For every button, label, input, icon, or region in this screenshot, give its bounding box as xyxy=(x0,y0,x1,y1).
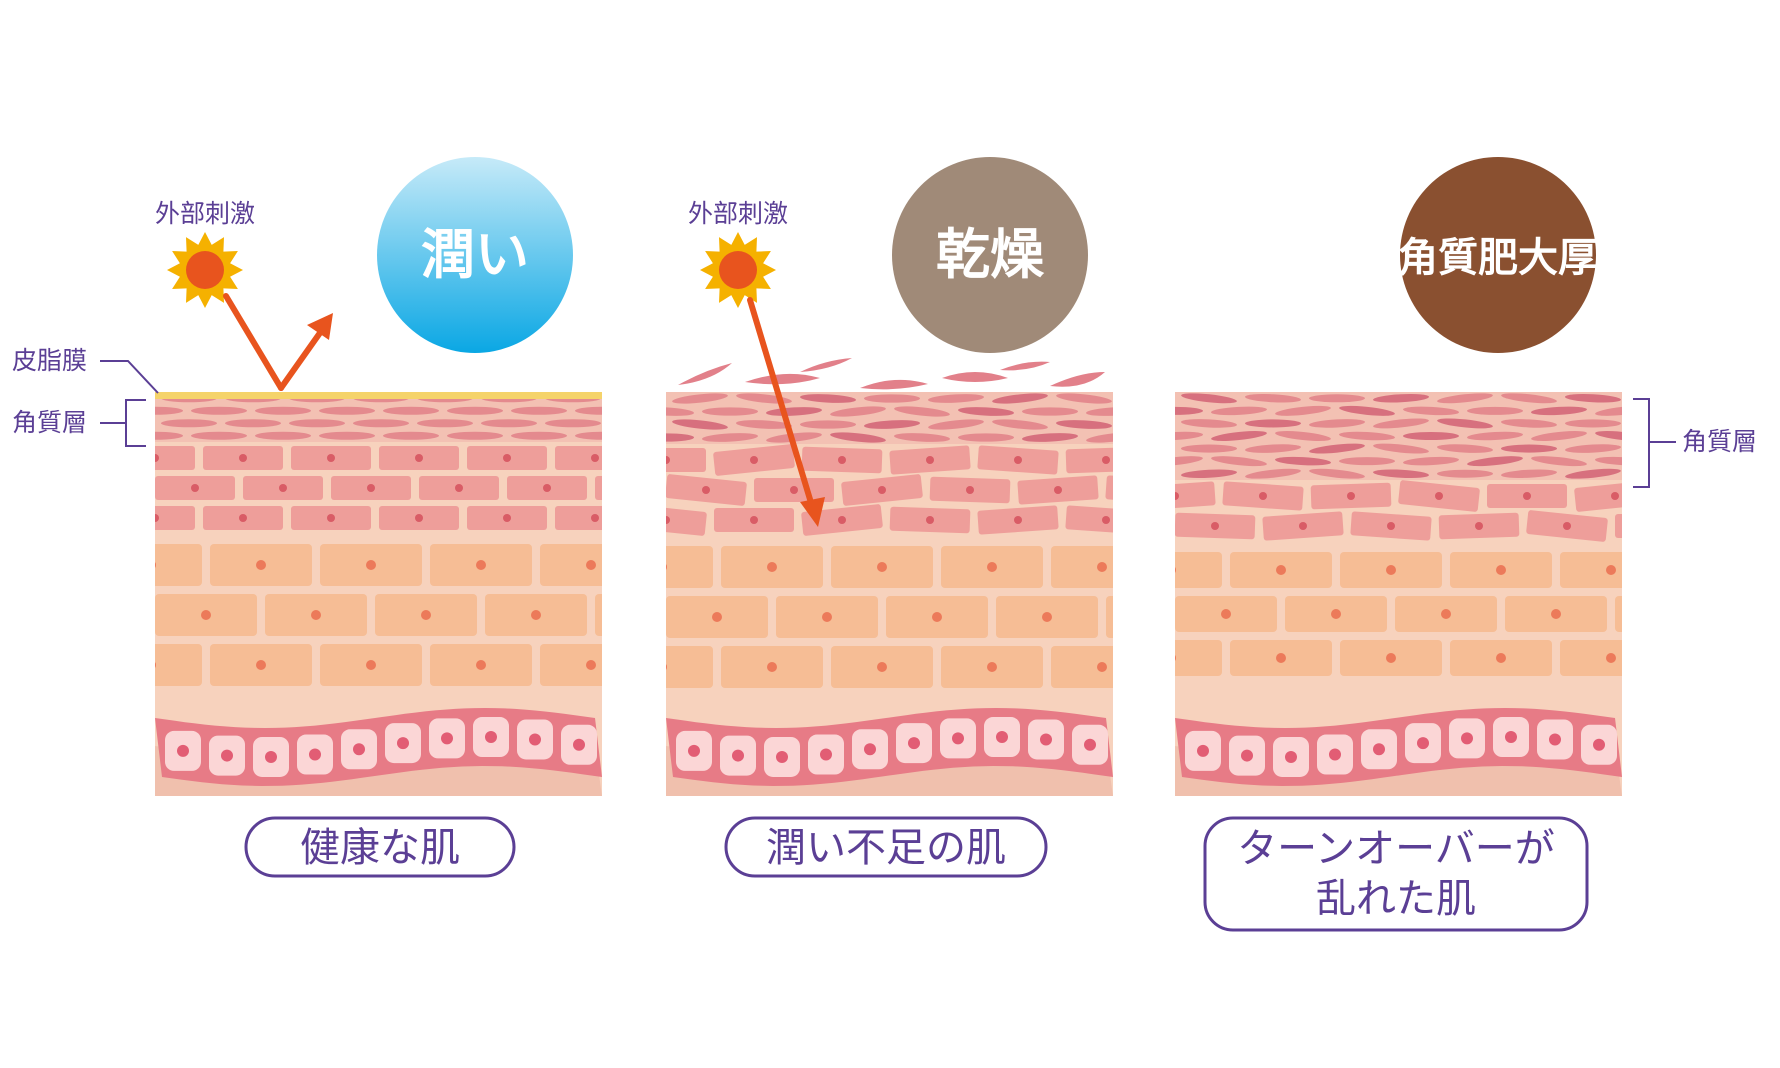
caption-turnover-line1: ターンオーバーが xyxy=(1237,826,1555,872)
stimulus-incoming-arrow xyxy=(223,293,284,391)
caption-box-healthy xyxy=(244,816,516,878)
stratum-corneum-label-left: 角質層 xyxy=(12,408,87,437)
sun-icon xyxy=(700,232,776,308)
left-annotations: 皮脂膜 角質層 xyxy=(12,346,159,447)
skin-block-thick xyxy=(1175,392,1622,796)
external-stimulus-label: 外部刺激 xyxy=(155,199,255,228)
moisture-circle xyxy=(377,157,573,353)
stratum-corneum-bracket-left xyxy=(125,399,146,447)
stimulus-reflected-arrow xyxy=(278,327,325,391)
panel-dry: 乾燥 外部刺激 潤い不足の肌 xyxy=(666,157,1113,878)
panel-hyperkeratosis: 角質肥大厚 ターンオーバーが 乱れた肌 xyxy=(1175,157,1622,932)
panel-healthy: 潤い 外部刺激 健康な肌 xyxy=(155,157,602,878)
right-annotations: 角質層 xyxy=(1633,398,1757,488)
skin-block-healthy xyxy=(155,392,602,796)
dryness-circle xyxy=(892,157,1088,353)
caption-dry-skin: 潤い不足の肌 xyxy=(766,825,1006,871)
external-stimulus-label: 外部刺激 xyxy=(688,199,788,228)
sebum-film-label: 皮脂膜 xyxy=(12,346,87,375)
hyperkeratosis-circle-label: 角質肥大厚 xyxy=(1398,235,1598,281)
stratum-corneum-bracket-right xyxy=(1633,398,1650,488)
arrowhead-icon xyxy=(307,313,333,340)
sun-icon xyxy=(167,232,243,308)
arrowhead-icon xyxy=(800,497,825,527)
dryness-circle-label: 乾燥 xyxy=(936,223,1045,286)
sebum-film-leader xyxy=(100,360,159,394)
caption-turnover-line2: 乱れた肌 xyxy=(1316,876,1476,922)
skin-block-dry xyxy=(666,392,1113,796)
stimulus-penetrating-arrow xyxy=(747,297,815,509)
caption-box-dry xyxy=(724,816,1048,878)
caption-healthy-skin: 健康な肌 xyxy=(300,825,460,871)
moisture-circle-label: 潤い xyxy=(421,223,529,286)
caption-box-turnover xyxy=(1203,816,1589,932)
peeling-flakes xyxy=(678,358,1105,390)
stratum-corneum-label-right: 角質層 xyxy=(1682,427,1757,456)
hyperkeratosis-circle xyxy=(1400,157,1596,353)
sebum-film-layer xyxy=(155,392,602,399)
